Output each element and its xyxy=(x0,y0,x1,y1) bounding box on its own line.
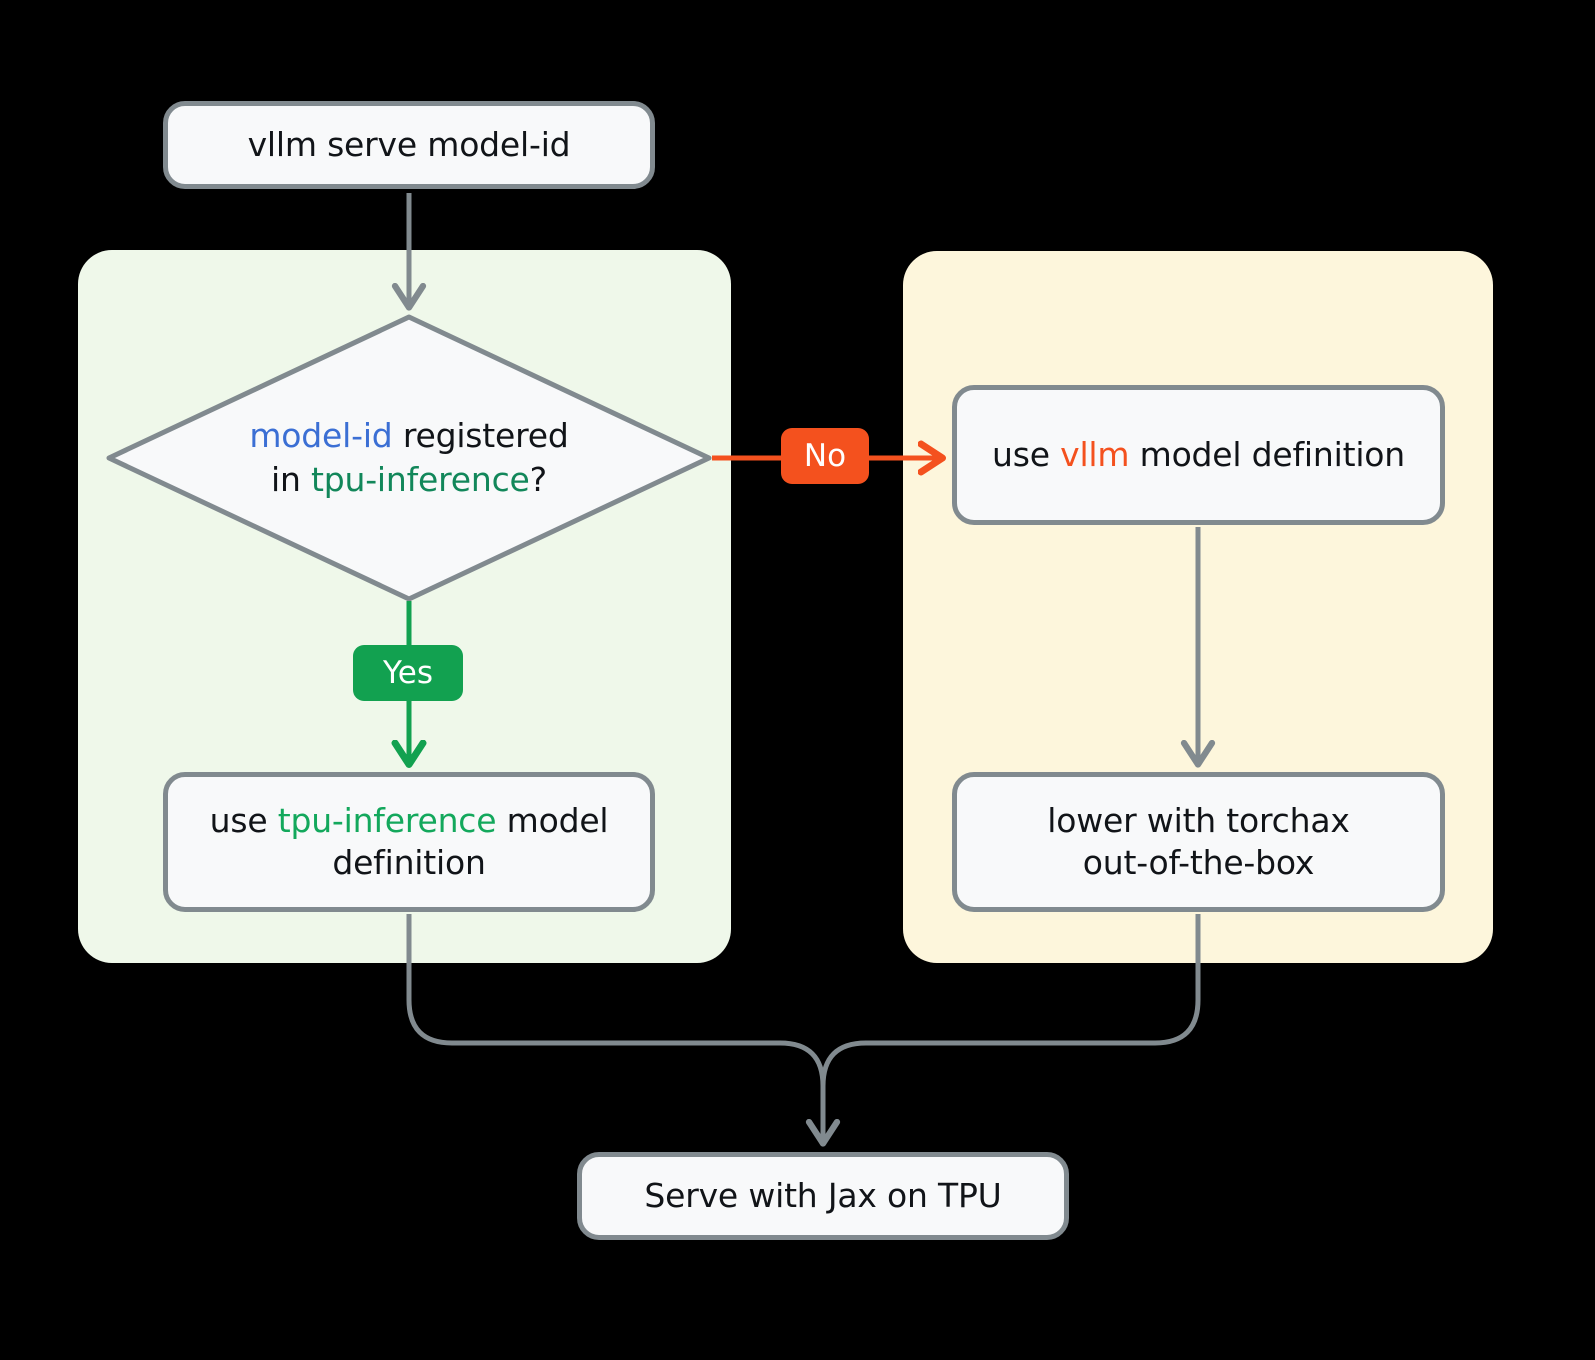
torchax-line1: lower with torchax xyxy=(1047,800,1350,840)
use-vllm-prefix: use xyxy=(992,434,1061,474)
node-use-tpu-inference-label: use tpu-inference model definition xyxy=(186,800,632,884)
edge-label-no-text: No xyxy=(803,438,847,474)
use-vllm-suffix: model definition xyxy=(1129,434,1406,474)
edge-label-no[interactable]: No xyxy=(781,428,869,484)
decision-label: model-id registered in tpu-inference? xyxy=(109,317,709,599)
torchax-line2: out-of-the-box xyxy=(1082,843,1315,882)
node-use-vllm[interactable]: use vllm model definition xyxy=(952,385,1445,525)
decision-line1-keyword: model-id xyxy=(249,416,393,456)
node-use-tpu-inference[interactable]: use tpu-inference model definition xyxy=(163,772,655,912)
use-tpu-keyword: tpu-inference xyxy=(277,800,497,840)
edge-label-yes-text: Yes xyxy=(382,655,434,691)
node-use-vllm-label: use vllm model definition xyxy=(992,434,1405,476)
node-serve-with-jax-label: Serve with Jax on TPU xyxy=(644,1175,1002,1215)
decision-line2-prefix: in xyxy=(271,460,311,499)
node-serve-with-jax[interactable]: Serve with Jax on TPU xyxy=(577,1152,1069,1240)
use-tpu-prefix: use xyxy=(209,800,278,840)
node-vllm-serve-label: vllm serve model-id xyxy=(247,124,571,164)
decision-line2-suffix: ? xyxy=(529,460,548,499)
decision-line1-suffix: registered xyxy=(392,416,569,456)
use-vllm-keyword: vllm xyxy=(1060,434,1130,474)
decision-node[interactable]: model-id registered in tpu-inference? xyxy=(109,317,709,599)
edge-label-yes[interactable]: Yes xyxy=(353,645,463,701)
node-vllm-serve[interactable]: vllm serve model-id xyxy=(163,101,655,189)
decision-line2-keyword: tpu-inference xyxy=(311,460,530,499)
use-tpu-suffix: model definition xyxy=(332,800,609,882)
